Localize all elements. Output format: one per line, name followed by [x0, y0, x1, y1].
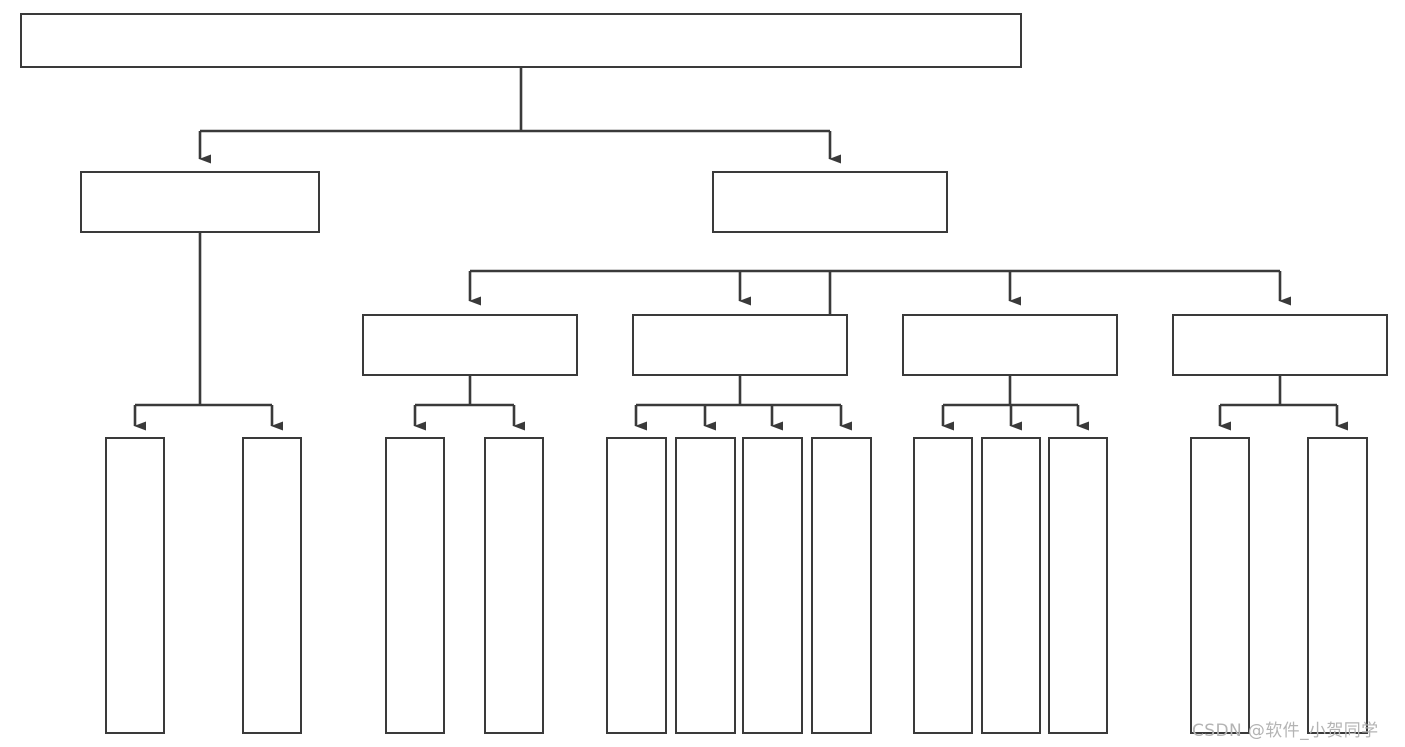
node-leaf-query-book-3[interactable]	[913, 437, 973, 734]
node-leaf-edit-book[interactable]	[742, 437, 803, 734]
node-leaf-borrow-book-2[interactable]	[811, 437, 872, 734]
node-leaf-borrow-book-1[interactable]	[484, 437, 544, 734]
node-leaf-user-logout[interactable]	[242, 437, 302, 734]
node-current-borrow[interactable]	[902, 314, 1118, 376]
node-leaf-query-book-2[interactable]	[606, 437, 667, 734]
node-book-manage[interactable]	[712, 171, 948, 233]
node-borrow-record[interactable]	[1172, 314, 1388, 376]
node-leaf-user-login[interactable]	[105, 437, 165, 734]
node-book-borrow[interactable]	[632, 314, 848, 376]
node-leaf-add-record[interactable]	[1190, 437, 1250, 734]
node-leaf-add-book[interactable]	[675, 437, 736, 734]
node-leaf-query-book-1[interactable]	[385, 437, 445, 734]
node-root[interactable]	[20, 13, 1022, 68]
node-leaf-return-book[interactable]	[981, 437, 1041, 734]
node-leaf-confirm-return[interactable]	[1048, 437, 1108, 734]
node-leaf-query-record[interactable]	[1307, 437, 1368, 734]
node-user-login[interactable]	[80, 171, 320, 233]
node-new-book-recommend[interactable]	[362, 314, 578, 376]
csdn-watermark: CSDN @软件_小贺同学	[1192, 721, 1379, 741]
